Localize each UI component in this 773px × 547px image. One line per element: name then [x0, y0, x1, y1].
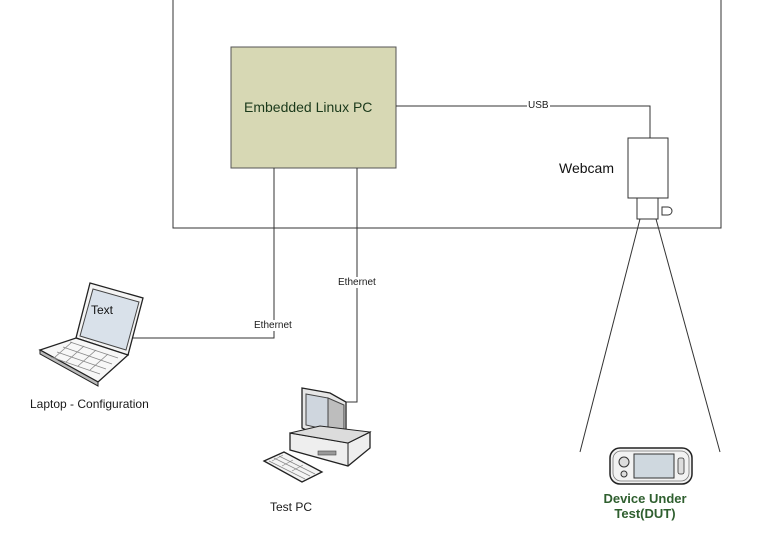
usb-cable — [396, 105, 651, 139]
camera-view-line-left — [579, 218, 641, 453]
dut-label-line1: Device Under — [603, 491, 687, 506]
laptop-label: Laptop - Configuration — [30, 397, 149, 411]
test-pc-icon — [262, 387, 372, 483]
webcam-icon — [627, 137, 673, 220]
dut-label: Device Under Test(DUT) — [590, 491, 700, 521]
test-pc-label: Test PC — [270, 500, 313, 514]
enclosure-outline — [172, 0, 722, 229]
camera-view-line-right — [655, 218, 721, 453]
webcam-label: Webcam — [559, 160, 614, 176]
dut-icon — [609, 447, 693, 485]
laptop-icon — [38, 282, 144, 387]
dut-label-line2: Test(DUT) — [614, 506, 676, 521]
usb-label: USB — [527, 100, 550, 111]
ethernet-label-laptop: Ethernet — [253, 320, 293, 331]
ethernet-cable-laptop — [133, 168, 275, 339]
embedded-pc-box — [230, 46, 397, 169]
laptop-screen-text: Text — [91, 303, 114, 317]
ethernet-label-test-pc: Ethernet — [337, 277, 377, 288]
embedded-pc-label: Embedded Linux PC — [244, 99, 373, 115]
ethernet-cable-test-pc — [346, 168, 358, 403]
